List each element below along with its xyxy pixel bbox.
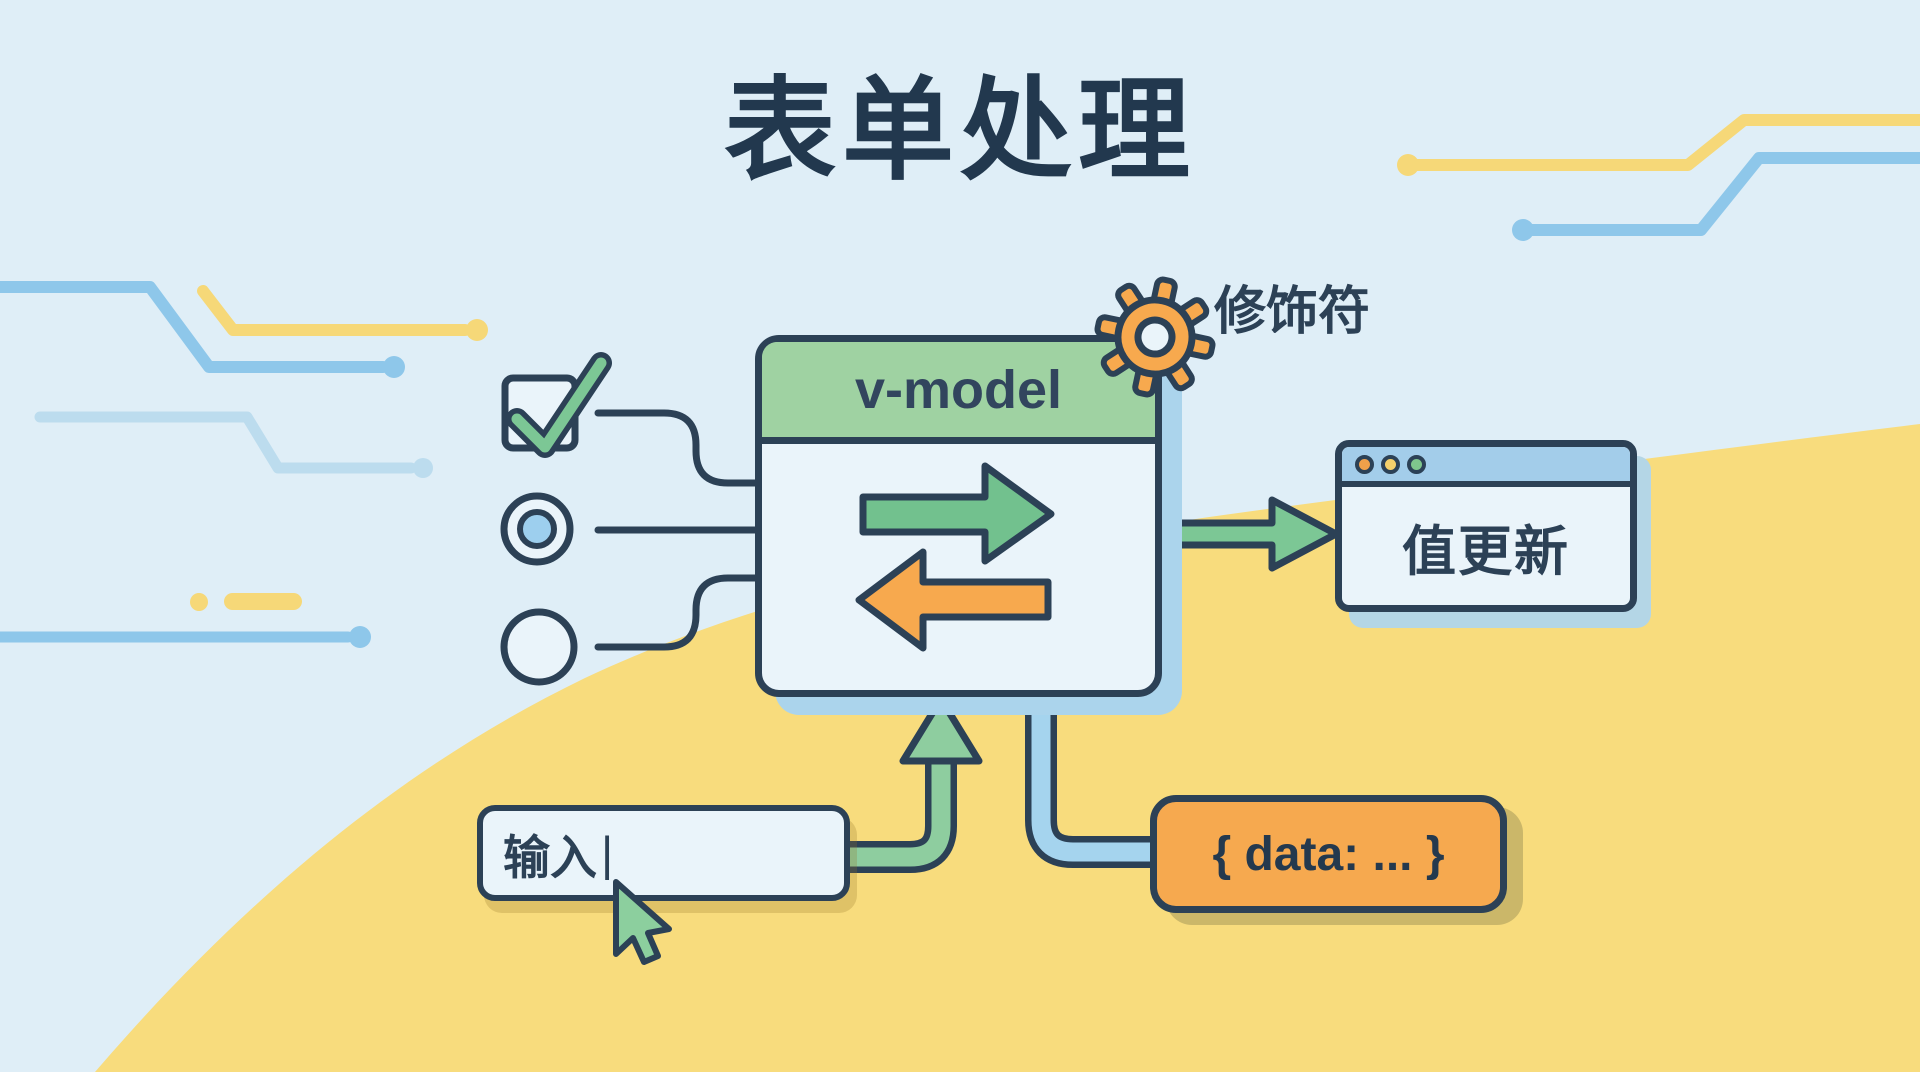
modifier-label: 修饰符 xyxy=(1214,283,1371,341)
data-object-box: { data: ... } xyxy=(1150,795,1507,913)
data-object-label: { data: ... } xyxy=(1212,827,1445,881)
connector-circle xyxy=(594,574,764,651)
connector-checkbox xyxy=(594,409,764,487)
decor-dot-topright-blue xyxy=(1512,219,1534,241)
decor-dot-left-pale xyxy=(413,458,433,478)
decor-line-topleft-yellow xyxy=(197,285,471,336)
input-field-value: 输入 xyxy=(503,830,597,884)
decor-line-left-pale xyxy=(34,411,417,474)
input-field: 输入 | xyxy=(477,805,850,901)
decor-line-topright-yellow xyxy=(1402,114,1920,171)
decor-dot-topleft-yellow xyxy=(466,319,488,341)
decor-dash-yellow xyxy=(224,593,302,610)
window-dot-green xyxy=(1407,454,1426,474)
text-cursor: | xyxy=(601,826,614,880)
output-arrow xyxy=(1154,496,1340,572)
decor-dot-topleft-blue xyxy=(383,356,405,378)
decor-dot-topright-yellow xyxy=(1397,154,1419,176)
decor-line-topleft-blue xyxy=(0,281,389,373)
up-arrowhead xyxy=(899,695,983,765)
decor-dot-yellow-small xyxy=(190,593,208,611)
output-window-label: 值更新 xyxy=(1402,521,1570,582)
window-dot-yellow xyxy=(1381,454,1400,474)
window-titlebar xyxy=(1342,447,1630,487)
decor-line-topright-blue xyxy=(1517,152,1920,236)
output-window: 值更新 xyxy=(1335,440,1637,612)
vmodel-to-data-pipe xyxy=(1025,688,1160,868)
vmodel-box: v-model xyxy=(755,335,1162,697)
input-to-vmodel-pipe xyxy=(846,695,983,873)
page-title: 表单处理 xyxy=(724,68,1196,193)
decor-dot-left-blue xyxy=(349,626,371,648)
vmodel-header: v-model xyxy=(762,342,1155,444)
window-dot-orange xyxy=(1355,454,1374,474)
vmodel-body xyxy=(762,444,1155,690)
